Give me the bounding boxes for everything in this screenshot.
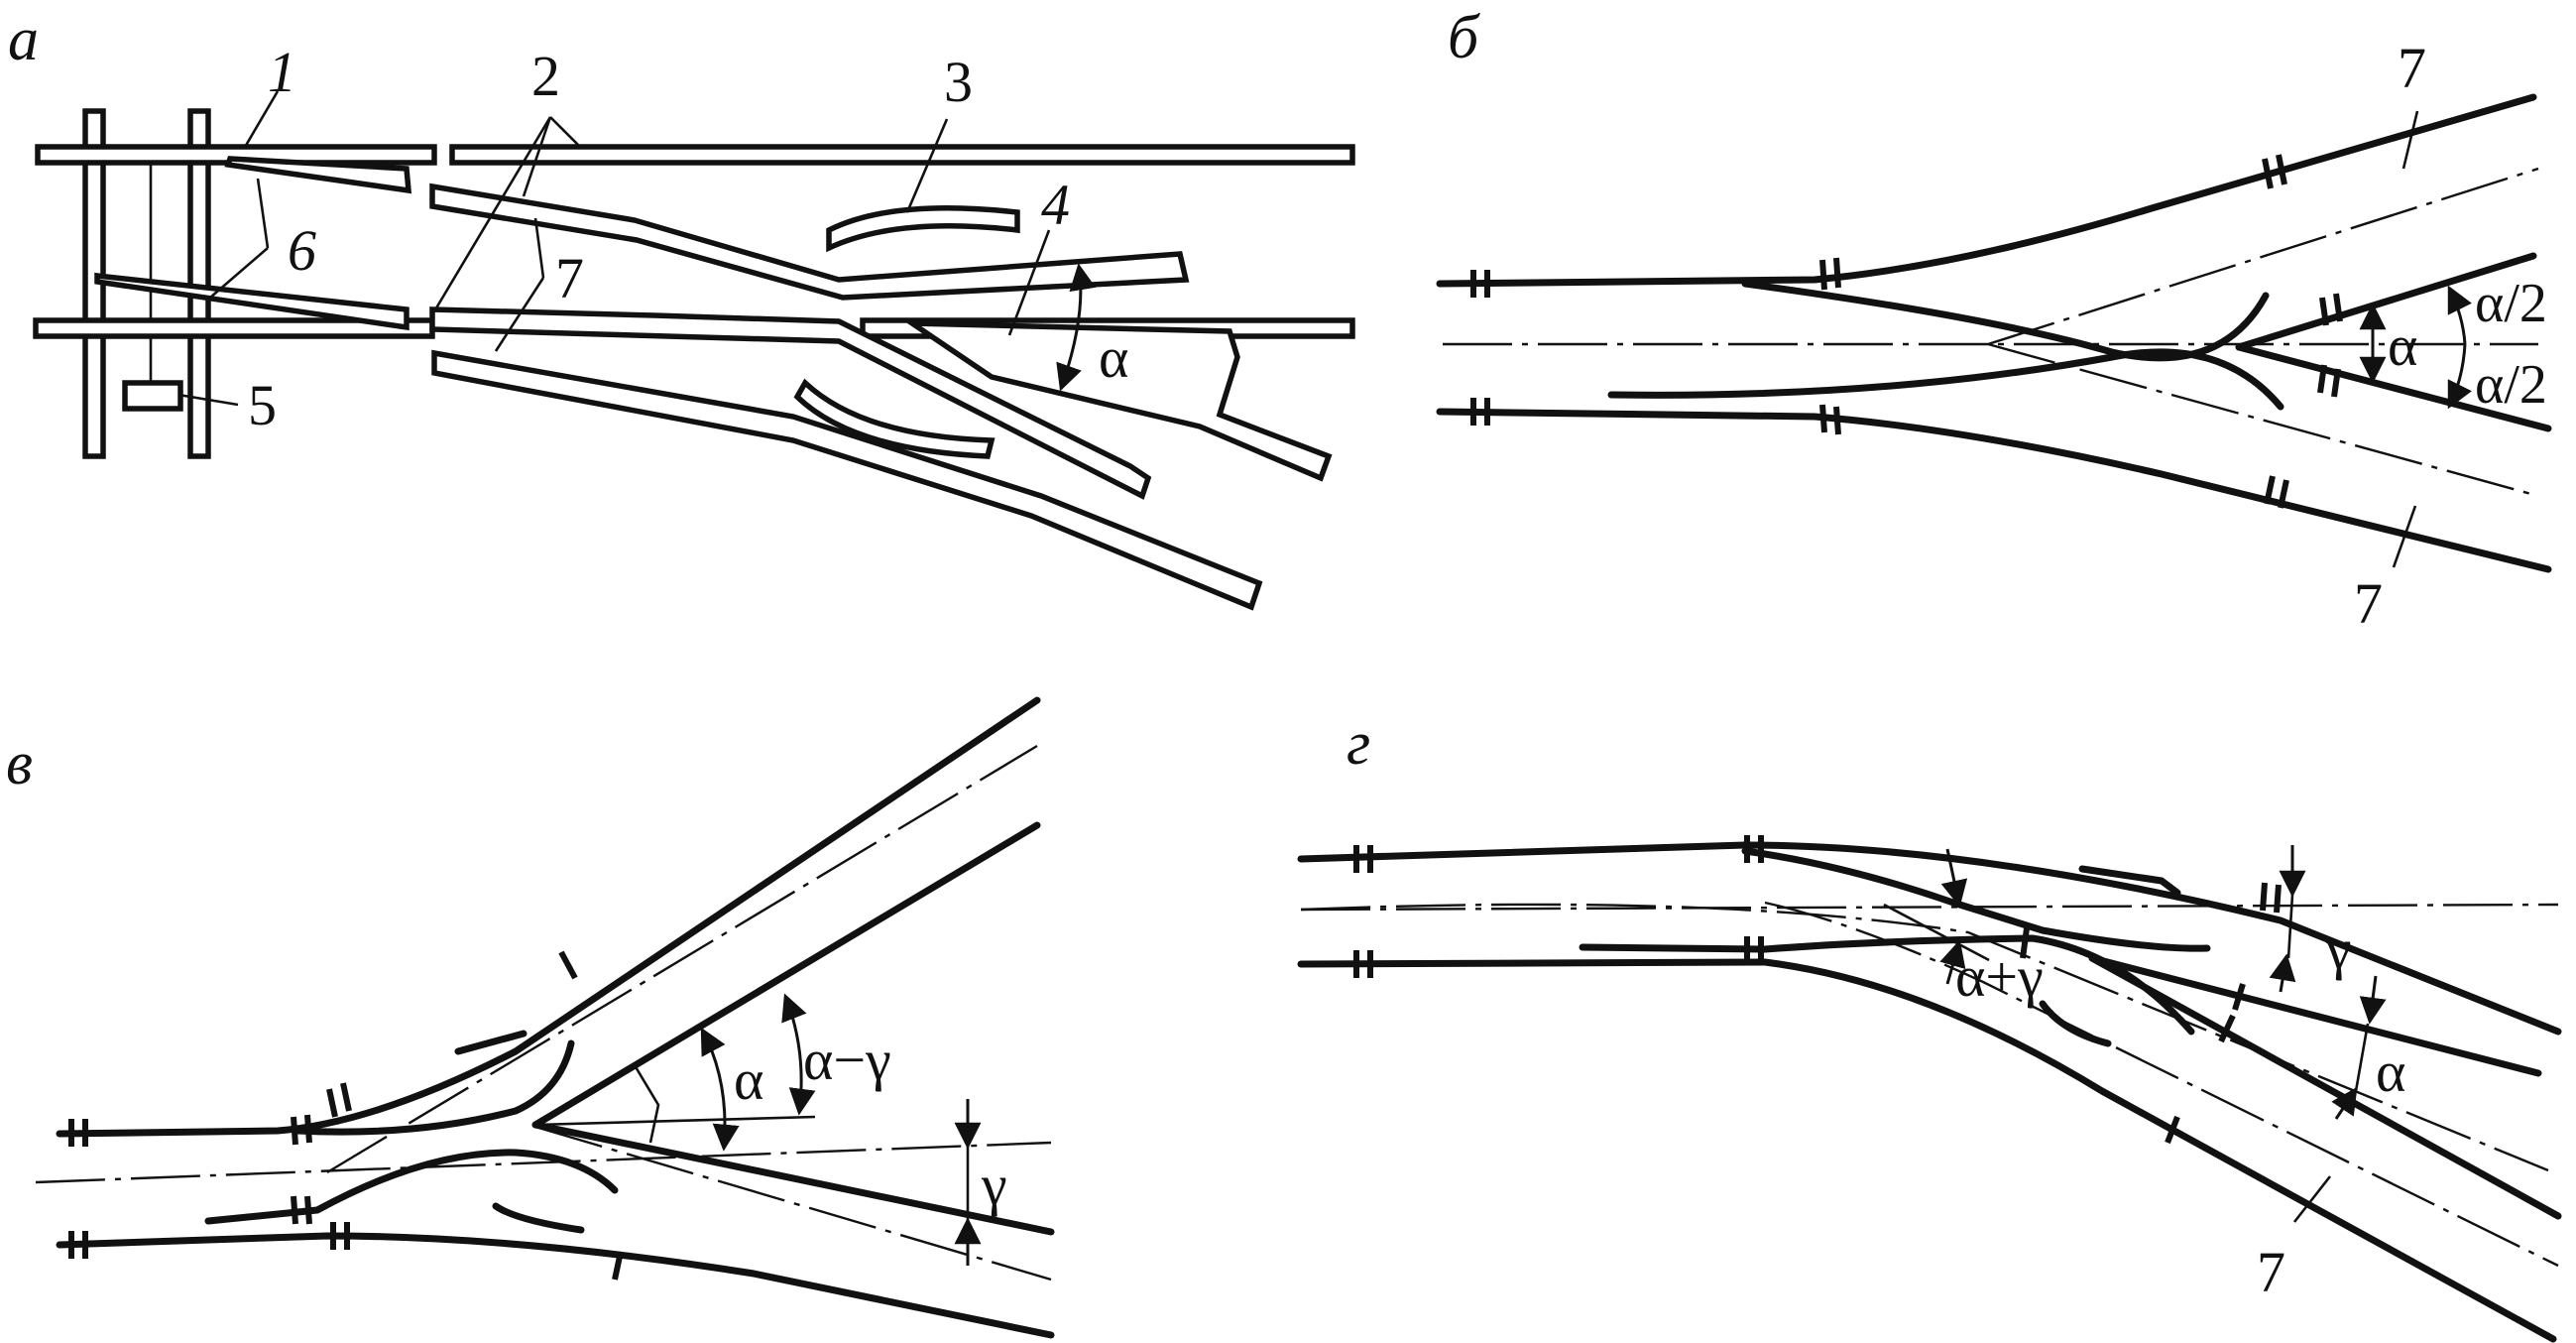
frog-leg-top [2235, 252, 2537, 351]
check-rail-bottom [793, 378, 995, 459]
angle-ref-line-v [534, 1115, 816, 1127]
outer-rail-bottom-g [1297, 958, 2557, 1343]
alpha-arrow-top-g [2359, 975, 2387, 1025]
gamma-g: γ [2325, 916, 2352, 981]
outer-rail-top-g [1297, 841, 2562, 1036]
sum-arrow-top-g [1940, 848, 1968, 908]
panel-v: в α α−γ γ [6, 696, 1055, 1339]
joints-b [1470, 154, 2343, 509]
label-7-top: 7 [2398, 36, 2426, 100]
axis-lower-v [534, 1125, 1052, 1282]
angle-alpha-g: α [2376, 1039, 2405, 1104]
panel-b-letter: б [1448, 4, 1480, 71]
check-rail-bottom-g [2039, 1000, 2112, 1047]
axis-curve-g [1764, 901, 2559, 1268]
angle-half-bottom: α/2 [2475, 354, 2547, 416]
angle-alpha-b: α [2388, 313, 2417, 378]
frog [902, 320, 1333, 482]
angle-diff-arc-v [781, 993, 816, 1116]
axis-branch-g [1300, 903, 2549, 1172]
switch-mechanism [122, 380, 183, 412]
frog-leg-upper-g [2088, 954, 2542, 1077]
joints-v [68, 950, 624, 1281]
leader-7-bottom [2392, 505, 2417, 568]
axis-upper-branch [1987, 167, 2539, 346]
label-7-g: 7 [2257, 1240, 2285, 1304]
sum-arrow-bottom-g [1939, 939, 1966, 985]
switch-rail-bottom-v [204, 1149, 619, 1225]
leader-7a [533, 217, 545, 279]
leader-2a [549, 116, 581, 148]
switch-blade-lower [94, 272, 410, 331]
outer-rail-top [1436, 93, 2537, 288]
leader-7b [494, 277, 545, 352]
label-2: 2 [531, 44, 560, 108]
panel-v-letter: в [6, 730, 33, 797]
check-rail-top-v [454, 1030, 527, 1055]
angle-diff-v: α−γ [803, 1028, 891, 1092]
frog-leg-lower-v [531, 1121, 1055, 1236]
closure-rail-middle [429, 306, 1152, 500]
leader-1 [242, 90, 280, 150]
angle-sum-g: α+γ [1955, 944, 2044, 1009]
leader-6b [209, 247, 269, 299]
angle-half-bottom-arrow [2447, 343, 2472, 410]
switch-rail-bottom [1607, 348, 2284, 411]
angle-tick-v [633, 1064, 660, 1144]
outer-rail-bottom-v [56, 1232, 1055, 1339]
frog-leg-bottom [2235, 343, 2552, 432]
switch-rail-bottom-g [1579, 934, 2195, 1036]
panel-g-letter: г [1347, 710, 1370, 778]
sum-ref-g [1883, 903, 1990, 962]
leader-7-top [2401, 110, 2419, 170]
angle-alpha-arc-v [700, 1027, 740, 1152]
outer-rail-bottom [1436, 408, 2552, 573]
gamma-line-g [2286, 894, 2294, 959]
angle-half-top-arrow [2447, 285, 2472, 345]
check-rail-bottom-v [492, 1202, 585, 1234]
switch-blade-upper [224, 156, 412, 194]
label-7: 7 [555, 246, 584, 310]
check-rail-top [826, 205, 1020, 253]
panel-g: г α+γ γ [1297, 710, 2562, 1343]
leader-4 [1007, 229, 1051, 336]
switch-rail-top-v [293, 1039, 575, 1136]
check-rail-top-g [2078, 865, 2181, 897]
switch-rail-top [1741, 280, 2270, 362]
alpha-arrow-bottom-g [2331, 1086, 2358, 1120]
label-3: 3 [944, 50, 973, 114]
gamma-arrow-bottom-g [2269, 953, 2296, 993]
axis-diverging-v [326, 744, 1038, 1174]
angle-half-top: α/2 [2475, 273, 2547, 334]
panel-a-letter: а [8, 6, 39, 73]
angle-alpha-arc-a [1056, 263, 1097, 392]
angle-alpha-v: α [734, 1047, 763, 1112]
axis-main-v [35, 1141, 1052, 1184]
label-4: 4 [1041, 173, 1070, 237]
label-1: 1 [268, 40, 296, 104]
closure-rail-upper [429, 183, 1190, 301]
gamma-v: γ [981, 1153, 1007, 1217]
leader-2c [432, 116, 552, 312]
label-5: 5 [248, 373, 277, 437]
leader-2b [522, 116, 552, 197]
alpha-line-g [2354, 1023, 2370, 1092]
panel-a: а 1 [8, 6, 1355, 611]
panel-b: б 7 7 α [1436, 4, 2552, 636]
label-7-bottom: 7 [2354, 571, 2383, 636]
axis-main-g [1300, 903, 2559, 912]
frog-leg-lower-g [2088, 954, 2562, 1220]
leader-7-g [2292, 1175, 2332, 1223]
diverging-outer-rail [431, 349, 1263, 611]
label-6: 6 [288, 218, 316, 283]
leader-3 [905, 118, 949, 213]
leader-5 [177, 393, 239, 407]
angle-alpha-a: α [1099, 325, 1128, 390]
joints-g [1353, 835, 2282, 1145]
frog-leg-upper-v [531, 821, 1041, 1129]
switch-rail-top-g [1741, 847, 2211, 952]
leader-6a [256, 178, 270, 249]
stock-rail-top-right [449, 144, 1355, 166]
